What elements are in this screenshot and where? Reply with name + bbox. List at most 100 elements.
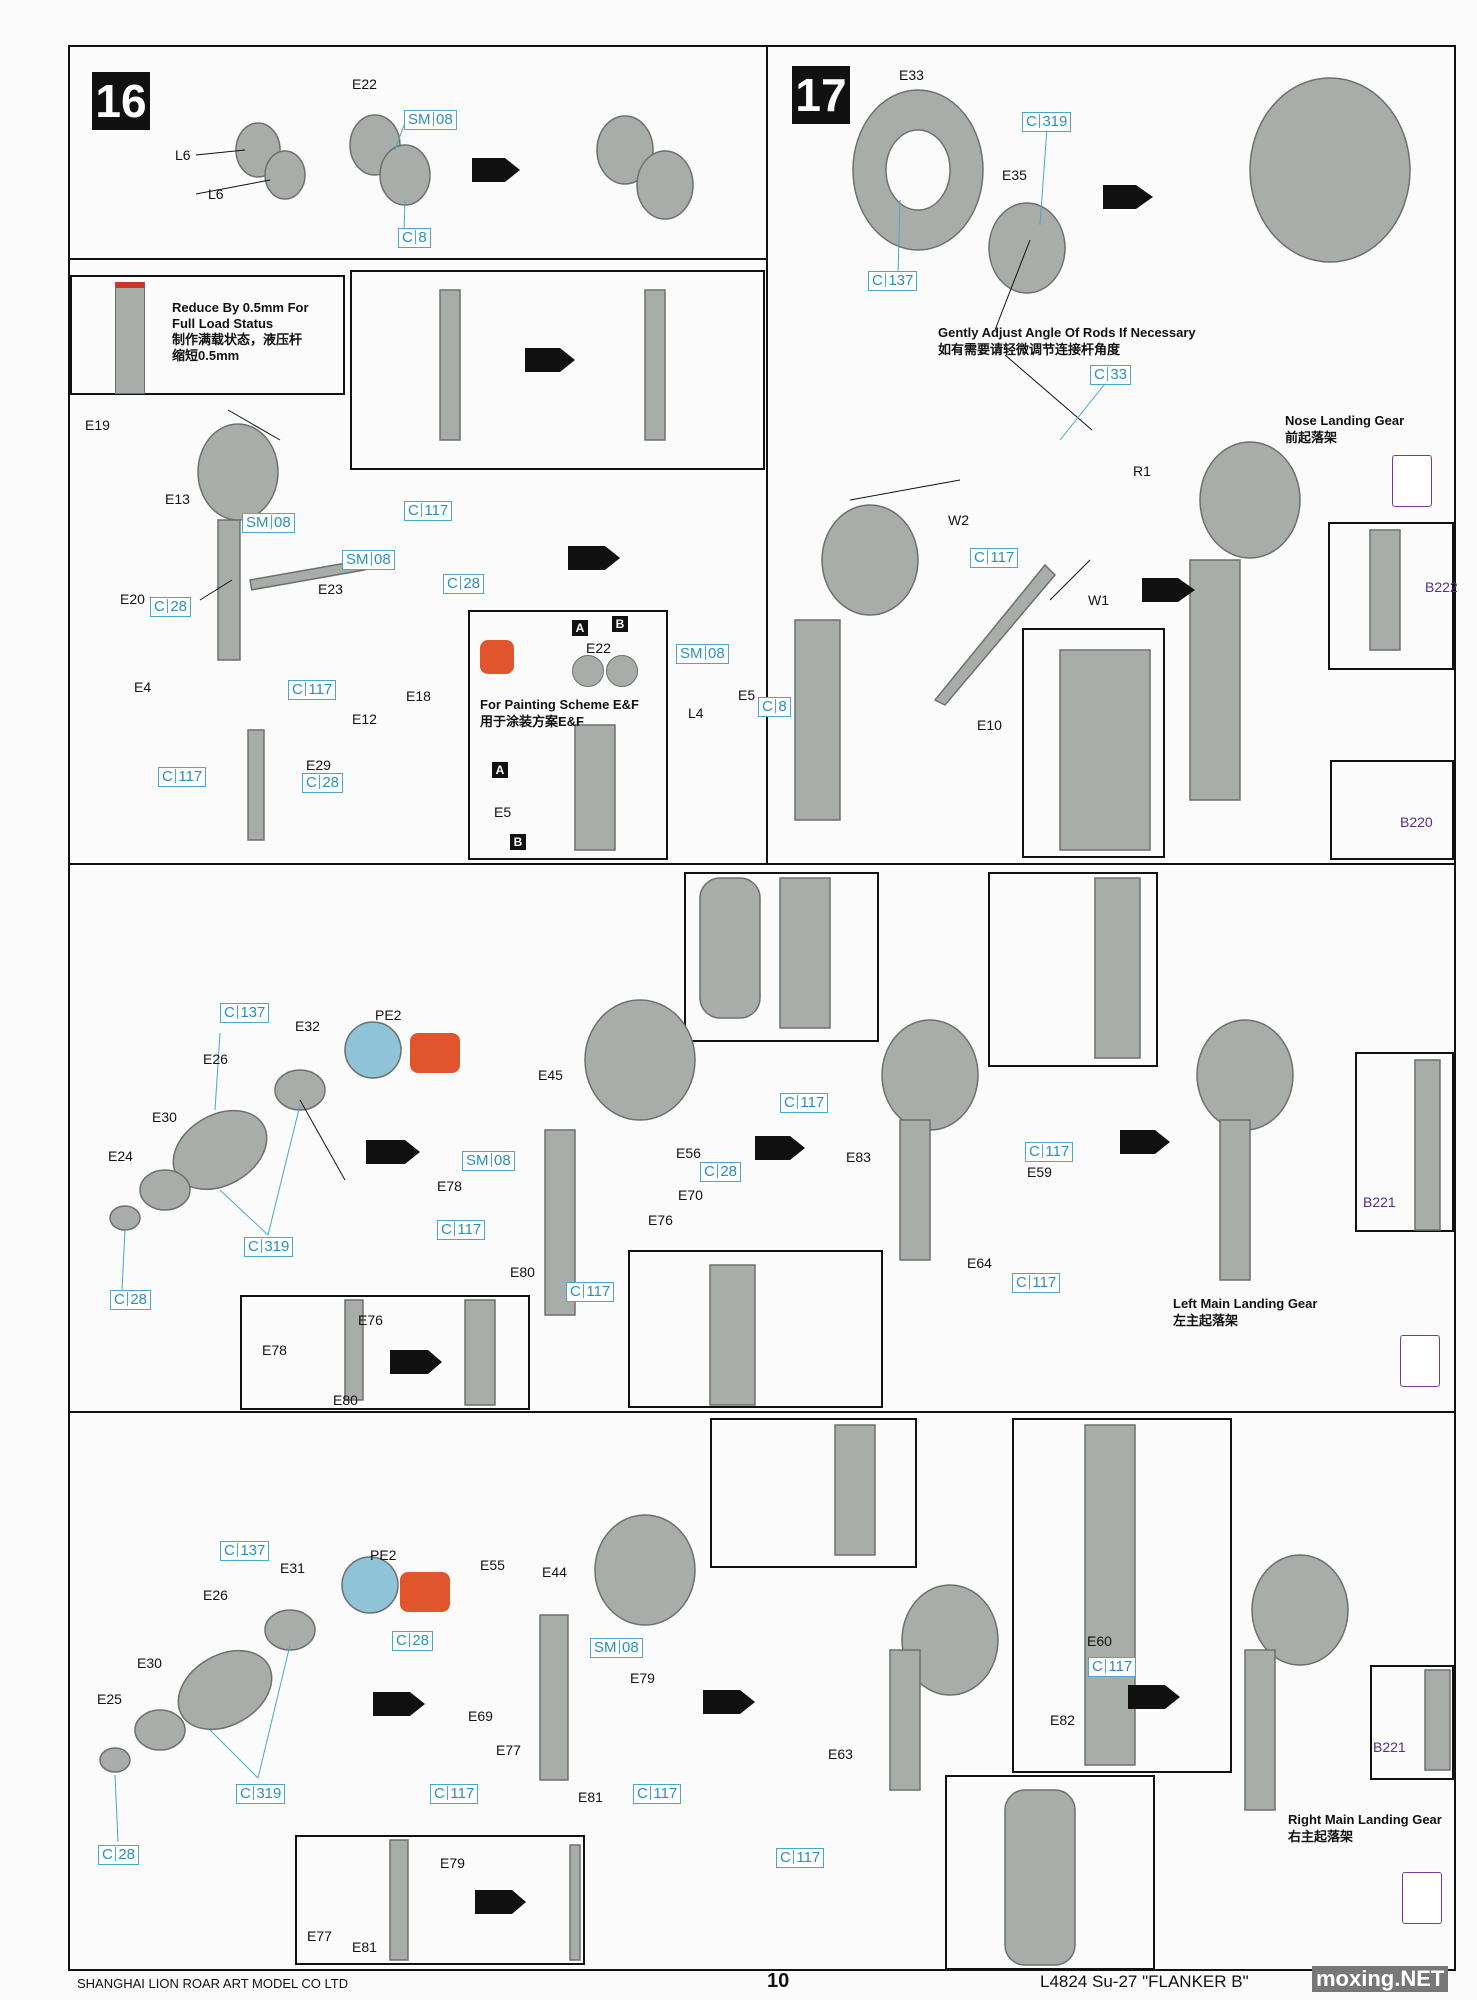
arrow-left-inset	[390, 1350, 442, 1374]
label-e63: E63	[828, 1746, 853, 1762]
left-strut-final	[1219, 1119, 1251, 1281]
lm-inset1-tire	[699, 877, 761, 1019]
nose-wheel-assembled	[1249, 77, 1411, 263]
label-e30: E30	[152, 1109, 177, 1125]
reduce-note-cn: 制作满载状态，液压杆 缩短0.5mm	[172, 332, 303, 364]
tire-e26-r	[177, 1649, 273, 1731]
lm-inset-e76	[240, 1295, 530, 1410]
page-number: 10	[767, 1970, 790, 1992]
right-strut-final	[1244, 1649, 1276, 1811]
label-e32: E32	[295, 1018, 320, 1034]
rm-detail-inset-2	[1012, 1418, 1232, 1773]
scheme-a-marker: A	[572, 620, 588, 636]
label-e30: E30	[137, 1655, 162, 1671]
label-l6: L6	[208, 186, 224, 202]
strut-detail-inset	[350, 270, 765, 470]
arrow-right-2	[703, 1690, 755, 1714]
label-e26: E26	[203, 1587, 228, 1603]
label-e5: E5	[738, 687, 756, 703]
right-main-title-en: Right Main Landing Gear	[1288, 1812, 1442, 1827]
label-e78: E78	[437, 1178, 462, 1194]
label-e81: E81	[578, 1789, 603, 1805]
label-e23: E23	[318, 581, 343, 597]
wheel-right-final	[1251, 1554, 1349, 1666]
pe2-part-r	[341, 1556, 399, 1614]
wheel-right-mid	[594, 1514, 696, 1626]
label-e56: E56	[676, 1145, 701, 1161]
wheel-left-final	[1196, 1019, 1294, 1131]
label-e18: E18	[406, 688, 431, 704]
label-e64: E64	[967, 1255, 992, 1271]
label-pe2: PE2	[370, 1547, 397, 1563]
arrow-right-3	[1128, 1685, 1180, 1709]
step17-number: 17	[792, 66, 850, 124]
label-e69: E69	[468, 1708, 493, 1724]
label-e80: E80	[510, 1264, 535, 1280]
label-l4: L4	[688, 705, 704, 721]
left-strut-assembly	[899, 1119, 931, 1261]
step16-number: 16	[92, 72, 150, 130]
label-e19: E19	[85, 417, 110, 433]
double-arrow-icon	[400, 1572, 450, 1612]
label-e13: E13	[165, 491, 190, 507]
arrow-left-1	[366, 1140, 420, 1164]
arrow-left-3	[1120, 1130, 1170, 1154]
label-w2: W2	[948, 512, 969, 528]
hub-e31	[264, 1609, 316, 1651]
ref-b221: B221	[1363, 1194, 1396, 1210]
rods-note-en: Gently Adjust Angle Of Rods If Necessary	[938, 325, 1196, 340]
hub-e30	[139, 1169, 191, 1211]
wheel-e19	[197, 423, 279, 521]
rm-e79-result	[569, 1844, 581, 1961]
arm-e10	[933, 563, 1057, 706]
label-e60: E60	[1087, 1633, 1112, 1649]
nose-gear-badge-icon	[1392, 455, 1432, 507]
lm-detail-inset-2	[988, 872, 1158, 1067]
label-e76: E76	[648, 1212, 673, 1228]
left-main-title-cn: 左主起落架	[1173, 1313, 1239, 1328]
nose-strut-final	[1189, 559, 1241, 801]
rm-inset2-strut	[1084, 1424, 1136, 1766]
arrow-step17-mid	[1142, 578, 1195, 602]
left-main-title-en: Left Main Landing Gear	[1173, 1296, 1318, 1311]
result-hub-a	[596, 115, 654, 185]
label-e20: E20	[120, 591, 145, 607]
arrow-step17-top	[1103, 185, 1153, 209]
nose-wheel-final	[1199, 441, 1301, 559]
strut-detail-a	[439, 289, 461, 441]
label-e12: E12	[352, 711, 377, 727]
lm-inset1-strut	[779, 877, 831, 1029]
label-e80: E80	[333, 1392, 358, 1408]
hub-e22-b	[379, 144, 431, 206]
left-main-badge-icon	[1400, 1335, 1440, 1387]
label-e83: E83	[846, 1149, 871, 1165]
label-e55: E55	[480, 1557, 505, 1573]
ref-b221: B221	[1373, 1739, 1406, 1755]
label-e79: E79	[630, 1670, 655, 1686]
strut-detail-b	[644, 289, 666, 441]
leg-e29	[247, 729, 265, 841]
label-e4: E4	[134, 679, 152, 695]
nose-gear-title-en: Nose Landing Gear	[1285, 413, 1405, 428]
arrow-left-2	[755, 1136, 805, 1160]
label-e81: E81	[352, 1939, 377, 1955]
